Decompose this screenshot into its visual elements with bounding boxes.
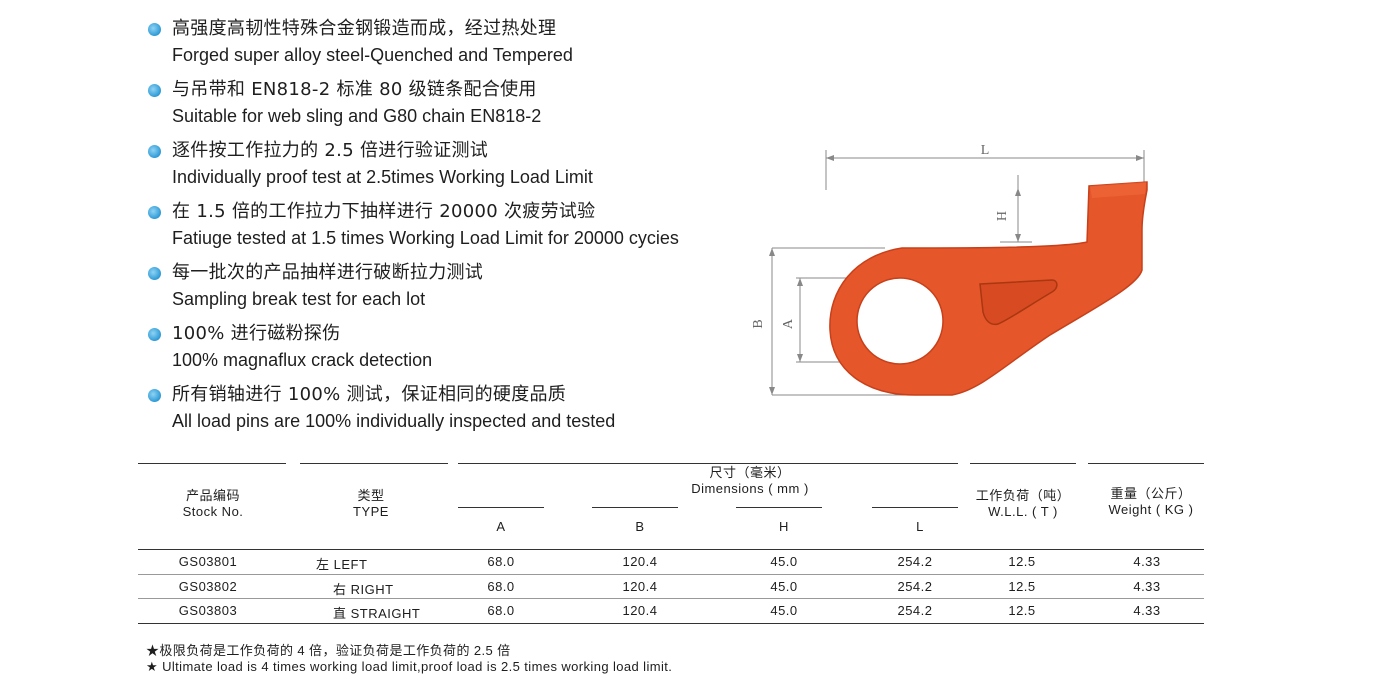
header-weight-zh: 重量（公斤） bbox=[1110, 486, 1192, 501]
header-wll: 工作负荷（吨） W.L.L. ( T ) bbox=[963, 488, 1083, 520]
feature-zh: 逐件按工作拉力的 2.5 倍进行验证测试 bbox=[172, 140, 489, 161]
feature-en: Forged super alloy steel-Quenched and Te… bbox=[172, 45, 573, 65]
feature-zh: 在 1.5 倍的工作拉力下抽样进行 20000 次疲劳试验 bbox=[172, 201, 596, 222]
bullet-icon bbox=[148, 145, 161, 158]
row-divider bbox=[138, 598, 1204, 599]
header-dims-en: Dimensions ( mm ) bbox=[691, 481, 809, 496]
cell-h: 45.0 bbox=[770, 579, 798, 594]
header-rule bbox=[458, 463, 958, 464]
header-col-a: A bbox=[496, 519, 506, 534]
cell-wll: 12.5 bbox=[1008, 579, 1036, 594]
header-rule bbox=[970, 463, 1076, 464]
table-bottom-rule bbox=[138, 623, 1204, 624]
cell-h: 45.0 bbox=[770, 554, 798, 569]
eye-hole bbox=[856, 277, 944, 365]
cell-h: 45.0 bbox=[770, 603, 798, 618]
cell-type: 直 STRAIGHT bbox=[333, 606, 421, 621]
row-divider bbox=[138, 574, 1204, 575]
cell-l: 254.2 bbox=[897, 554, 933, 569]
header-col-h: H bbox=[779, 519, 789, 534]
header-col-l: L bbox=[916, 519, 924, 534]
feature-en: Fatiuge tested at 1.5 times Working Load… bbox=[172, 228, 679, 248]
bullet-icon bbox=[148, 328, 161, 341]
cell-a: 68.0 bbox=[487, 603, 515, 618]
header-dims-zh: 尺寸（毫米） bbox=[709, 465, 791, 480]
cell-wll: 12.5 bbox=[1008, 554, 1036, 569]
dim-label-l: L bbox=[981, 143, 990, 158]
latch-slot bbox=[979, 279, 1058, 326]
subheader-rule bbox=[872, 507, 958, 508]
dim-label-h: H bbox=[995, 211, 1010, 221]
bullet-icon bbox=[148, 84, 161, 97]
feature-list: 高强度高韧性特殊合金钢锻造而成，经过热处理 Forged super alloy… bbox=[148, 12, 768, 439]
dim-label-b: B bbox=[751, 319, 766, 328]
header-weight: 重量（公斤） Weight ( KG ) bbox=[1091, 486, 1211, 518]
cell-weight: 4.33 bbox=[1133, 579, 1161, 594]
cell-type: 左 LEFT bbox=[316, 557, 368, 572]
feature-item: 在 1.5 倍的工作拉力下抽样进行 20000 次疲劳试验 Fatiuge te… bbox=[148, 195, 768, 256]
cell-weight: 4.33 bbox=[1133, 603, 1161, 618]
feature-item: 100% 进行磁粉探伤 100% magnaflux crack detecti… bbox=[148, 317, 768, 378]
cell-l: 254.2 bbox=[897, 603, 933, 618]
feature-zh: 与吊带和 EN818-2 标准 80 级链条配合使用 bbox=[172, 79, 537, 100]
feature-zh: 100% 进行磁粉探伤 bbox=[172, 323, 341, 344]
cell-l: 254.2 bbox=[897, 579, 933, 594]
cell-wll: 12.5 bbox=[1008, 603, 1036, 618]
header-rule bbox=[300, 463, 448, 464]
header-rule bbox=[1088, 463, 1204, 464]
cell-b: 120.4 bbox=[622, 554, 658, 569]
footnote-en: ★ Ultimate load is 4 times working load … bbox=[146, 659, 673, 674]
feature-en: All load pins are 100% individually insp… bbox=[172, 411, 616, 431]
cell-stock: GS03802 bbox=[178, 579, 238, 594]
feature-item: 逐件按工作拉力的 2.5 倍进行验证测试 Individually proof … bbox=[148, 134, 768, 195]
cell-b: 120.4 bbox=[622, 603, 658, 618]
header-type-zh: 类型 bbox=[357, 488, 385, 503]
bullet-icon bbox=[148, 389, 161, 402]
header-type: 类型 TYPE bbox=[321, 488, 421, 520]
feature-item: 所有销轴进行 100% 测试，保证相同的硬度品质 All load pins a… bbox=[148, 378, 768, 439]
header-dimensions: 尺寸（毫米） Dimensions ( mm ) bbox=[650, 465, 850, 497]
footnote-zh: ★极限负荷是工作负荷的 4 倍，验证负荷是工作负荷的 2.5 倍 bbox=[146, 643, 511, 658]
header-type-en: TYPE bbox=[353, 504, 389, 519]
cell-stock: GS03801 bbox=[178, 554, 238, 569]
feature-zh: 所有销轴进行 100% 测试，保证相同的硬度品质 bbox=[172, 384, 567, 405]
hook-diagram: L H B A bbox=[751, 143, 1148, 396]
header-stock-en: Stock No. bbox=[182, 504, 244, 519]
header-wll-en: W.L.L. ( T ) bbox=[988, 504, 1058, 519]
header-weight-en: Weight ( KG ) bbox=[1108, 502, 1194, 517]
bullet-icon bbox=[148, 206, 161, 219]
cell-stock: GS03803 bbox=[178, 603, 238, 618]
subheader-rule bbox=[592, 507, 678, 508]
header-col-b: B bbox=[635, 519, 645, 534]
feature-en: 100% magnaflux crack detection bbox=[172, 350, 433, 370]
feature-en: Sampling break test for each lot bbox=[172, 289, 426, 309]
feature-en: Individually proof test at 2.5times Work… bbox=[172, 167, 593, 187]
header-rule bbox=[138, 463, 286, 464]
header-wll-zh: 工作负荷（吨） bbox=[975, 488, 1071, 503]
bullet-icon bbox=[148, 23, 161, 36]
feature-item: 高强度高韧性特殊合金钢锻造而成，经过热处理 Forged super alloy… bbox=[148, 12, 768, 73]
subheader-rule bbox=[736, 507, 822, 508]
header-stock: 产品编码 Stock No. bbox=[163, 488, 263, 520]
feature-item: 每一批次的产品抽样进行破断拉力测试 Sampling break test fo… bbox=[148, 256, 768, 317]
dim-label-a: A bbox=[781, 318, 796, 329]
cell-type: 右 RIGHT bbox=[333, 582, 394, 597]
cell-b: 120.4 bbox=[622, 579, 658, 594]
bullet-icon bbox=[148, 267, 161, 280]
cell-a: 68.0 bbox=[487, 554, 515, 569]
header-stock-zh: 产品编码 bbox=[185, 488, 240, 503]
cell-weight: 4.33 bbox=[1133, 554, 1161, 569]
feature-zh: 每一批次的产品抽样进行破断拉力测试 bbox=[172, 262, 484, 283]
feature-item: 与吊带和 EN818-2 标准 80 级链条配合使用 Suitable for … bbox=[148, 73, 768, 134]
subheader-rule bbox=[458, 507, 544, 508]
feature-zh: 高强度高韧性特殊合金钢锻造而成，经过热处理 bbox=[172, 18, 557, 39]
feature-en: Suitable for web sling and G80 chain EN8… bbox=[172, 106, 542, 126]
cell-a: 68.0 bbox=[487, 579, 515, 594]
table-top-rule bbox=[138, 549, 1204, 550]
